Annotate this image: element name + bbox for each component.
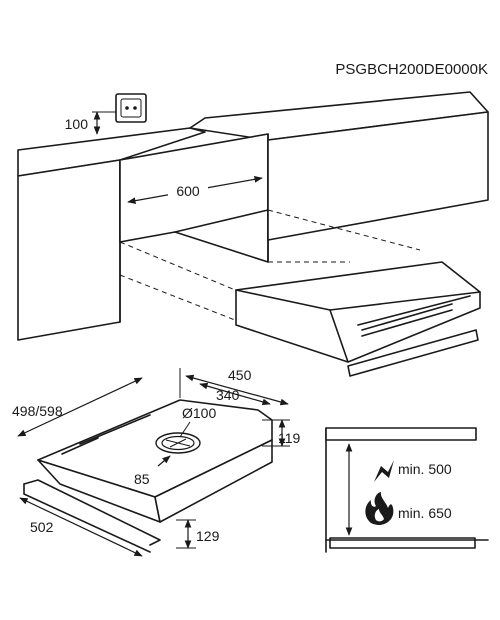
- hood-width-label: 498/598: [12, 403, 63, 419]
- front-height-label: 129: [196, 528, 220, 544]
- wall-cabinet-scene: 600 100: [17, 91, 489, 377]
- left-cabinet-top: [17, 127, 206, 177]
- hood-depth-label: 450: [228, 367, 252, 383]
- duct-diameter-label: Ø100: [182, 405, 216, 421]
- electric-clearance-label: min. 500: [398, 461, 452, 477]
- cabinet-width-label: 600: [176, 183, 200, 199]
- hood-front: [154, 439, 273, 523]
- hood-installed: [235, 261, 481, 377]
- socket-height-label: 100: [65, 116, 89, 132]
- right-cabinet: [267, 111, 489, 241]
- hood-visor: [347, 329, 479, 377]
- socket-icon: [115, 93, 147, 123]
- clearance-hob: [329, 537, 476, 549]
- hood-height-label: 119: [278, 430, 301, 446]
- front-width-label: 502: [30, 519, 54, 535]
- duct-offset-label: 85: [134, 471, 150, 487]
- flame-icon: [365, 492, 394, 525]
- hood-dimension-drawing: 498/598 450 340 Ø100 85 119 502 129: [12, 367, 301, 557]
- clearance-hood: [325, 427, 477, 441]
- cutout-depth-label: 340: [216, 387, 240, 403]
- clearance-drawing: min. 500 min. 650: [325, 427, 489, 553]
- gas-clearance-label: min. 650: [398, 505, 452, 521]
- left-cabinet: [17, 159, 121, 341]
- duct-outlet: [155, 432, 201, 454]
- model-code: PSGBCH200DE0000K: [335, 61, 488, 78]
- lightning-icon: [374, 460, 394, 482]
